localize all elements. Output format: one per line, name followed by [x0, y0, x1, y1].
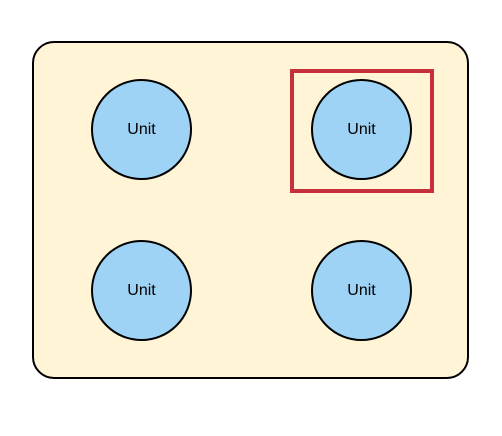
- unit-node-bottom-right[interactable]: Unit: [311, 240, 412, 341]
- unit-label: Unit: [347, 281, 376, 299]
- unit-node-bottom-left[interactable]: Unit: [91, 240, 192, 341]
- unit-label: Unit: [347, 120, 376, 138]
- unit-label: Unit: [127, 281, 156, 299]
- unit-label: Unit: [127, 120, 156, 138]
- unit-node-top-left[interactable]: Unit: [91, 79, 192, 180]
- unit-node-top-right[interactable]: Unit: [311, 79, 412, 180]
- selection-highlight-box: [290, 69, 434, 193]
